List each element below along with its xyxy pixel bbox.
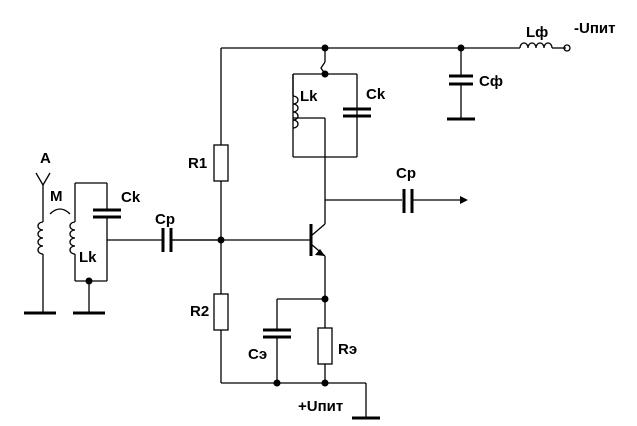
antenna-icon	[24, 172, 56, 315]
r2-label: R2	[190, 303, 209, 320]
input-coupling-capacitor	[107, 228, 221, 252]
filter-capacitor	[449, 48, 473, 118]
input-capacitor-tank-label: Ck	[121, 189, 141, 206]
input-inductor-label: Lk	[79, 249, 97, 266]
resistor-r1	[213, 144, 229, 182]
mutual-label: M	[50, 188, 63, 205]
output-capacitor-label: Cp	[396, 165, 416, 182]
filter-inductor	[519, 42, 553, 49]
input-tank	[69, 182, 121, 315]
antenna-label: A	[40, 150, 51, 167]
negative-supply-rail	[220, 47, 566, 145]
filter-capacitor-label: Cф	[479, 73, 503, 90]
positive-supply-label: +Uпит	[298, 398, 343, 415]
supply-terminal-negative	[563, 44, 571, 52]
input-capacitor-label: Cp	[155, 211, 175, 228]
positive-supply-rail	[221, 382, 380, 420]
r1-label: R1	[188, 155, 207, 172]
junction-dots	[85, 44, 465, 387]
negative-supply-label: -Uпит	[574, 20, 615, 37]
tank-inductor-label: Lk	[300, 88, 318, 105]
emitter-capacitor-label: Cэ	[248, 346, 267, 363]
emitter-resistor-label: Rэ	[338, 341, 357, 358]
output-coupling-capacitor	[325, 189, 468, 213]
tank-capacitor-label: Ck	[366, 86, 386, 103]
filter-inductor-label: Lф	[526, 24, 548, 41]
collector-tank	[292, 48, 371, 224]
resistor-r2	[213, 293, 229, 331]
mutual-coupling-arc	[49, 208, 71, 215]
emitter-network	[263, 298, 333, 383]
